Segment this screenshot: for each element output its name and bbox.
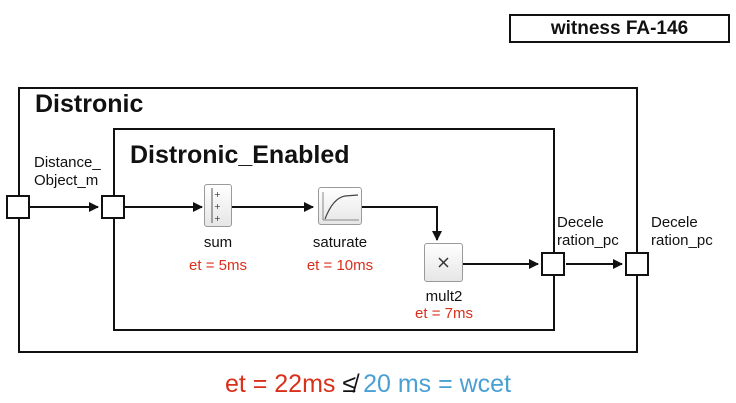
outer-output-signal-label: Decele ration_pc bbox=[651, 214, 713, 249]
mult2-et: et = 7ms bbox=[415, 305, 473, 322]
mult2-block[interactable] bbox=[424, 243, 463, 282]
wcet-value: 20 ms = wcet bbox=[363, 370, 512, 398]
total-et: et = 22ms bbox=[224, 370, 336, 398]
mult2-label: mult2 bbox=[425, 288, 463, 305]
witness-label: witness FA-146 bbox=[509, 14, 730, 43]
outer-input-port[interactable] bbox=[6, 195, 30, 219]
multiply-icon bbox=[438, 257, 449, 268]
wire-saturate-to-mult2 bbox=[362, 206, 442, 241]
input-signal-label: Distance_ Object_m bbox=[34, 154, 101, 189]
saturate-label: saturate bbox=[312, 234, 368, 251]
sum-et: et = 5ms bbox=[189, 257, 247, 274]
distronic-title: Distronic bbox=[35, 90, 144, 118]
saturate-block[interactable] bbox=[318, 187, 362, 225]
distronic-enabled-title: Distronic_Enabled bbox=[130, 141, 350, 169]
distronic-subsystem[interactable] bbox=[18, 87, 638, 353]
outer-output-port[interactable] bbox=[625, 252, 649, 276]
inner-input-port[interactable] bbox=[101, 195, 125, 219]
not-less-equal-symbol: ≰ bbox=[342, 370, 357, 398]
sum-icon: + + + bbox=[211, 188, 221, 223]
svg-text:+: + bbox=[214, 214, 221, 223]
svg-text:+: + bbox=[214, 202, 221, 211]
distronic-enabled-subsystem[interactable] bbox=[113, 128, 555, 331]
saturate-et: et = 10ms bbox=[306, 257, 374, 274]
inner-output-signal-label: Decele ration_pc bbox=[557, 214, 619, 249]
sum-block[interactable]: + + + bbox=[204, 184, 232, 227]
inner-output-port[interactable] bbox=[541, 252, 565, 276]
sum-label: sum bbox=[203, 234, 233, 251]
saturation-curve-icon bbox=[322, 192, 359, 221]
timing-formula: et = 22ms ≰ 20 ms = wcet bbox=[0, 370, 736, 398]
svg-text:+: + bbox=[214, 190, 221, 199]
